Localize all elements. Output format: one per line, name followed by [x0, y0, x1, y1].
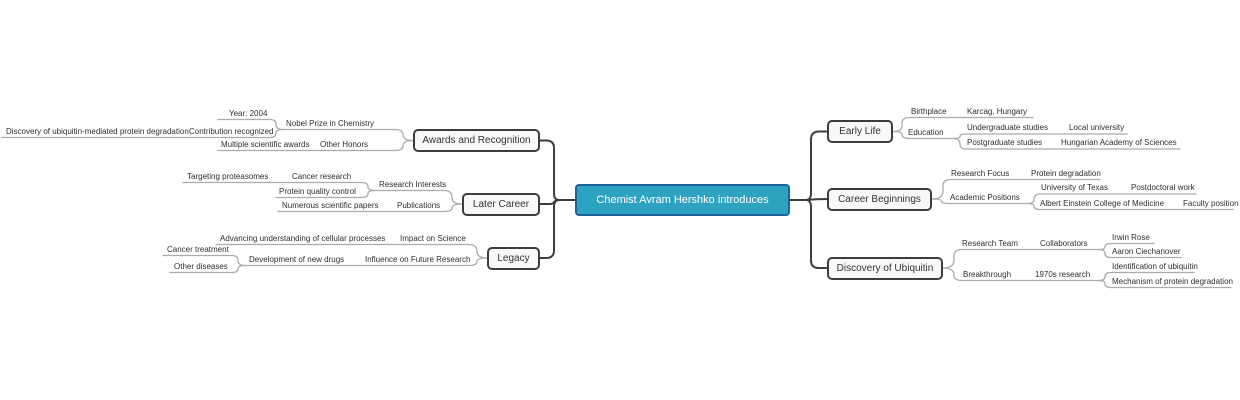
branch-node-legacy[interactable]: Legacy — [487, 246, 540, 270]
node-advancing-understanding[interactable]: Advancing understanding of cellular proc… — [220, 234, 386, 243]
node-1970s-research[interactable]: 1970s research — [1035, 270, 1091, 279]
node-undergraduate-studies[interactable]: Undergraduate studies — [967, 123, 1048, 132]
node-postgraduate-studies[interactable]: Postgraduate studies — [967, 138, 1043, 147]
node-other-honors[interactable]: Other Honors — [320, 140, 369, 149]
branch-node-discovery-of-ubiquitin[interactable]: Discovery of Ubiquitin — [827, 256, 943, 280]
node-publications[interactable]: Publications — [397, 201, 441, 210]
node-targeting-proteasomes[interactable]: Targeting proteasomes — [187, 172, 269, 181]
node-protein-degradation[interactable]: Protein degradation — [1031, 169, 1101, 178]
node-cancer-research[interactable]: Cancer research — [292, 172, 352, 181]
node-education[interactable]: Education — [908, 128, 944, 137]
node-collaborators[interactable]: Collaborators — [1040, 239, 1088, 248]
node-breakthrough[interactable]: Breakthrough — [963, 270, 1012, 279]
node-mechanism-degradation[interactable]: Mechanism of protein degradation — [1112, 277, 1233, 286]
node-nobel-prize[interactable]: Nobel Prize in Chemistry — [286, 119, 375, 128]
node-local-university[interactable]: Local university — [1069, 123, 1125, 132]
branch-node-later-career[interactable]: Later Career — [462, 192, 540, 216]
node-identification-ubiquitin[interactable]: Identification of ubiquitin — [1112, 262, 1198, 271]
node-other-diseases[interactable]: Other diseases — [174, 262, 228, 271]
node-faculty-position[interactable]: Faculty position — [1183, 199, 1239, 208]
node-development-new-drugs[interactable]: Development of new drugs — [249, 255, 345, 264]
node-protein-quality-control[interactable]: Protein quality control — [279, 187, 356, 196]
node-karcag-hungary[interactable]: Karcag, Hungary — [967, 107, 1028, 116]
node-albert-einstein-college[interactable]: Albert Einstein College of Medicine — [1040, 199, 1165, 208]
branch-node-awards-and-recognition[interactable]: Awards and Recognition — [413, 129, 540, 152]
central-node[interactable]: Chemist Avram Hershko introduces — [575, 184, 790, 216]
node-contribution-recognized[interactable]: Contribution recognized — [189, 127, 274, 136]
node-university-of-texas[interactable]: University of Texas — [1041, 183, 1108, 192]
node-research-team[interactable]: Research Team — [962, 239, 1018, 248]
node-postdoctoral-work[interactable]: Postdoctoral work — [1131, 183, 1195, 192]
node-irwin-rose[interactable]: Irwin Rose — [1112, 233, 1150, 242]
node-hungarian-academy[interactable]: Hungarian Academy of Sciences — [1061, 138, 1177, 147]
node-research-interests[interactable]: Research Interests — [379, 180, 447, 189]
node-research-focus[interactable]: Research Focus — [951, 169, 1010, 178]
node-numerous-papers[interactable]: Numerous scientific papers — [282, 201, 379, 210]
node-multiple-awards[interactable]: Multiple scientific awards — [221, 140, 310, 149]
branch-node-career-beginnings[interactable]: Career Beginnings — [827, 187, 932, 211]
node-cancer-treatment[interactable]: Cancer treatment — [167, 245, 229, 254]
node-birthplace[interactable]: Birthplace — [911, 107, 947, 116]
node-year-2004[interactable]: Year: 2004 — [229, 109, 268, 118]
node-influence-future-research[interactable]: Influence on Future Research — [365, 255, 471, 264]
node-academic-positions[interactable]: Academic Positions — [950, 193, 1020, 202]
branch-node-early-life[interactable]: Early Life — [827, 120, 893, 143]
node-aaron-ciechanover[interactable]: Aaron Ciechanover — [1112, 247, 1181, 256]
node-impact-on-science[interactable]: Impact on Science — [400, 234, 466, 243]
node-discovery-ubiquitin-mediated[interactable]: Discovery of ubiquitin-mediated protein … — [6, 127, 189, 136]
